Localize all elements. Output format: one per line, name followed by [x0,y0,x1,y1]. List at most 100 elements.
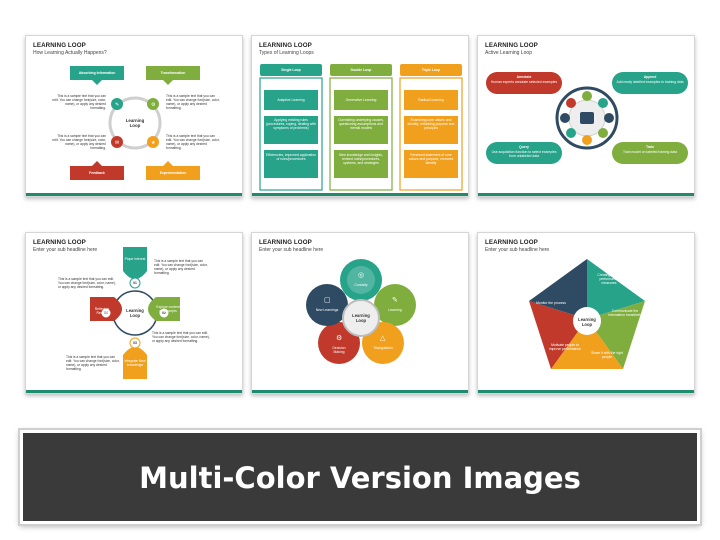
label-absorbing: Absorbing Information [78,71,116,75]
slide-subtitle: Enter your sub headline here [485,247,550,253]
absorb-icon [111,98,123,110]
caption-banner: Multi-Color Version Images [18,428,702,526]
petal-number: 04 [104,311,108,315]
slide-subtitle: Types of Learning Loops [259,50,314,56]
slide-thumbnail-1[interactable]: LEARNING LOOP How Learning Actually Happ… [25,35,243,197]
center-label: Learning Loop [125,118,145,128]
step-title: Query [519,145,529,149]
slide-title: LEARNING LOOP [259,42,312,49]
node-icon [582,135,592,145]
slide-title: LEARNING LOOP [485,42,538,49]
petal-label: Integrate New knowledge [124,359,146,367]
petal-number: 03 [133,341,137,345]
step-text: Train model on labeled training data [623,150,677,154]
svg-text:▢: ▢ [324,297,331,304]
sample-text: This is a sample text that you can edit.… [58,277,116,290]
node-icon [560,113,570,123]
slide-thumbnail-2[interactable]: LEARNING LOOP Types of Learning Loops Si… [251,35,469,197]
node-icon [566,128,576,138]
transform-icon [147,98,159,110]
table-cell: Examining core values and identity, reth… [407,118,455,130]
slide-title: LEARNING LOOP [485,239,538,246]
slide-title: LEARNING LOOP [259,239,312,246]
segment-label: Share it with the right people [591,351,623,359]
slide-subtitle: Enter your sub headline here [33,247,98,253]
column-header: Triple Loop [421,68,441,72]
node-label: Learning [388,308,402,312]
sample-text: This is a sample text that you can edit.… [52,134,106,151]
node-icon [598,98,608,108]
sample-text: This is a sample text that you can edit.… [166,134,220,151]
banner-title: Multi-Color Version Images [139,461,581,495]
feedback-icon [111,136,123,148]
petal-label: Pique interest [124,257,146,261]
monitor-icon [580,112,594,124]
pentagon-loop-diagram [529,259,645,369]
label-feedback: Feedback [89,171,105,175]
table-cell: Applying existing rules (procedures, cop… [266,118,316,130]
slide-subtitle: Active Learning Loop [485,50,532,56]
step-title: Train [645,145,655,149]
step-text: Use acquisition function to select examp… [491,150,557,158]
center-label: Learning Loop [352,313,370,323]
svg-text:⚙: ⚙ [151,102,156,108]
node-icon [582,91,592,101]
node-label: New Learnings [315,308,339,312]
svg-text:◎: ◎ [358,272,364,279]
flower-loop-diagram: ◎ ✎ △ ⚙ ▢ [306,259,416,364]
svg-text:✎: ✎ [115,102,119,108]
petal-label: Explore content or concepts [156,305,180,313]
step-text: Human experts annotate selected examples [490,80,558,84]
label-experimentation: Experimentation [159,171,187,175]
column-header: Double Loop [350,68,372,72]
node-label: Decision Making [332,346,346,354]
petal-loop-diagram [90,247,180,379]
svg-text:⚙: ⚙ [336,334,342,342]
label-transformation: Transformation [160,71,186,75]
node-icon [566,98,576,108]
center-label: Learning Loop [126,308,144,318]
column-header: Single Loop [281,68,301,72]
svg-text:△: △ [380,335,386,342]
segment-label: Creating, refine performance measures [597,273,621,285]
node-icon [598,128,608,138]
step-text: Add newly labelled examples to training … [616,80,684,84]
table-cell: Generative Learning [345,98,377,102]
petal-label: Reflect or Review [94,307,110,315]
table-cell: New knowledge and insights, revised rule… [339,153,383,165]
center-label: Learning Loop [578,317,596,327]
svg-text:★: ★ [151,140,156,146]
svg-text:✎: ✎ [392,297,398,304]
petal-number: 02 [162,311,166,315]
table-cell: Efficiencies, improved application of ru… [265,153,317,161]
sample-text: This is a sample text that you can edit.… [166,94,220,111]
slide-subtitle: Enter your sub headline here [259,247,324,253]
sample-text: This is a sample text that you can edit.… [154,259,208,276]
active-learning-diagram [486,72,688,164]
node-label: Triangulation [373,346,393,350]
step-title: Annotate [516,75,532,79]
node-label: Curiosity [354,283,368,287]
node-icon [604,113,614,123]
learning-loop-diagram: ✎ ⚙ ✉ ★ [70,66,200,180]
sample-text: This is a sample text that you can edit.… [52,94,106,111]
slide-thumbnail-3[interactable]: LEARNING LOOP Active Learning Loop Annot… [477,35,695,197]
loop-types-table [259,64,463,191]
table-cell: Adaptive Learning [277,98,305,102]
table-cell: Radical Learning [418,98,444,102]
segment-label: Monitor the process [536,301,566,305]
slide-title: LEARNING LOOP [33,42,86,49]
segment-label: Communicate the information transitively [608,309,642,317]
slide-title: LEARNING LOOP [33,239,86,246]
sample-text: This is a sample text that you can edit.… [152,331,210,344]
slide-subtitle: How Learning Actually Happens? [33,50,107,56]
segment-label: Motivate people to improve performance [548,343,582,351]
slide-thumbnail-5[interactable]: LEARNING LOOP Enter your sub headline he… [251,232,469,394]
step-title: Append [643,75,657,79]
sample-text: This is a sample text that you can edit.… [66,355,120,372]
slide-thumbnail-6[interactable]: LEARNING LOOP Enter your sub headline he… [477,232,695,394]
svg-text:✉: ✉ [115,140,119,146]
slide-thumbnail-4[interactable]: LEARNING LOOP Enter your sub headline he… [25,232,243,394]
table-cell: Renewed statement of core values and pur… [408,153,454,165]
